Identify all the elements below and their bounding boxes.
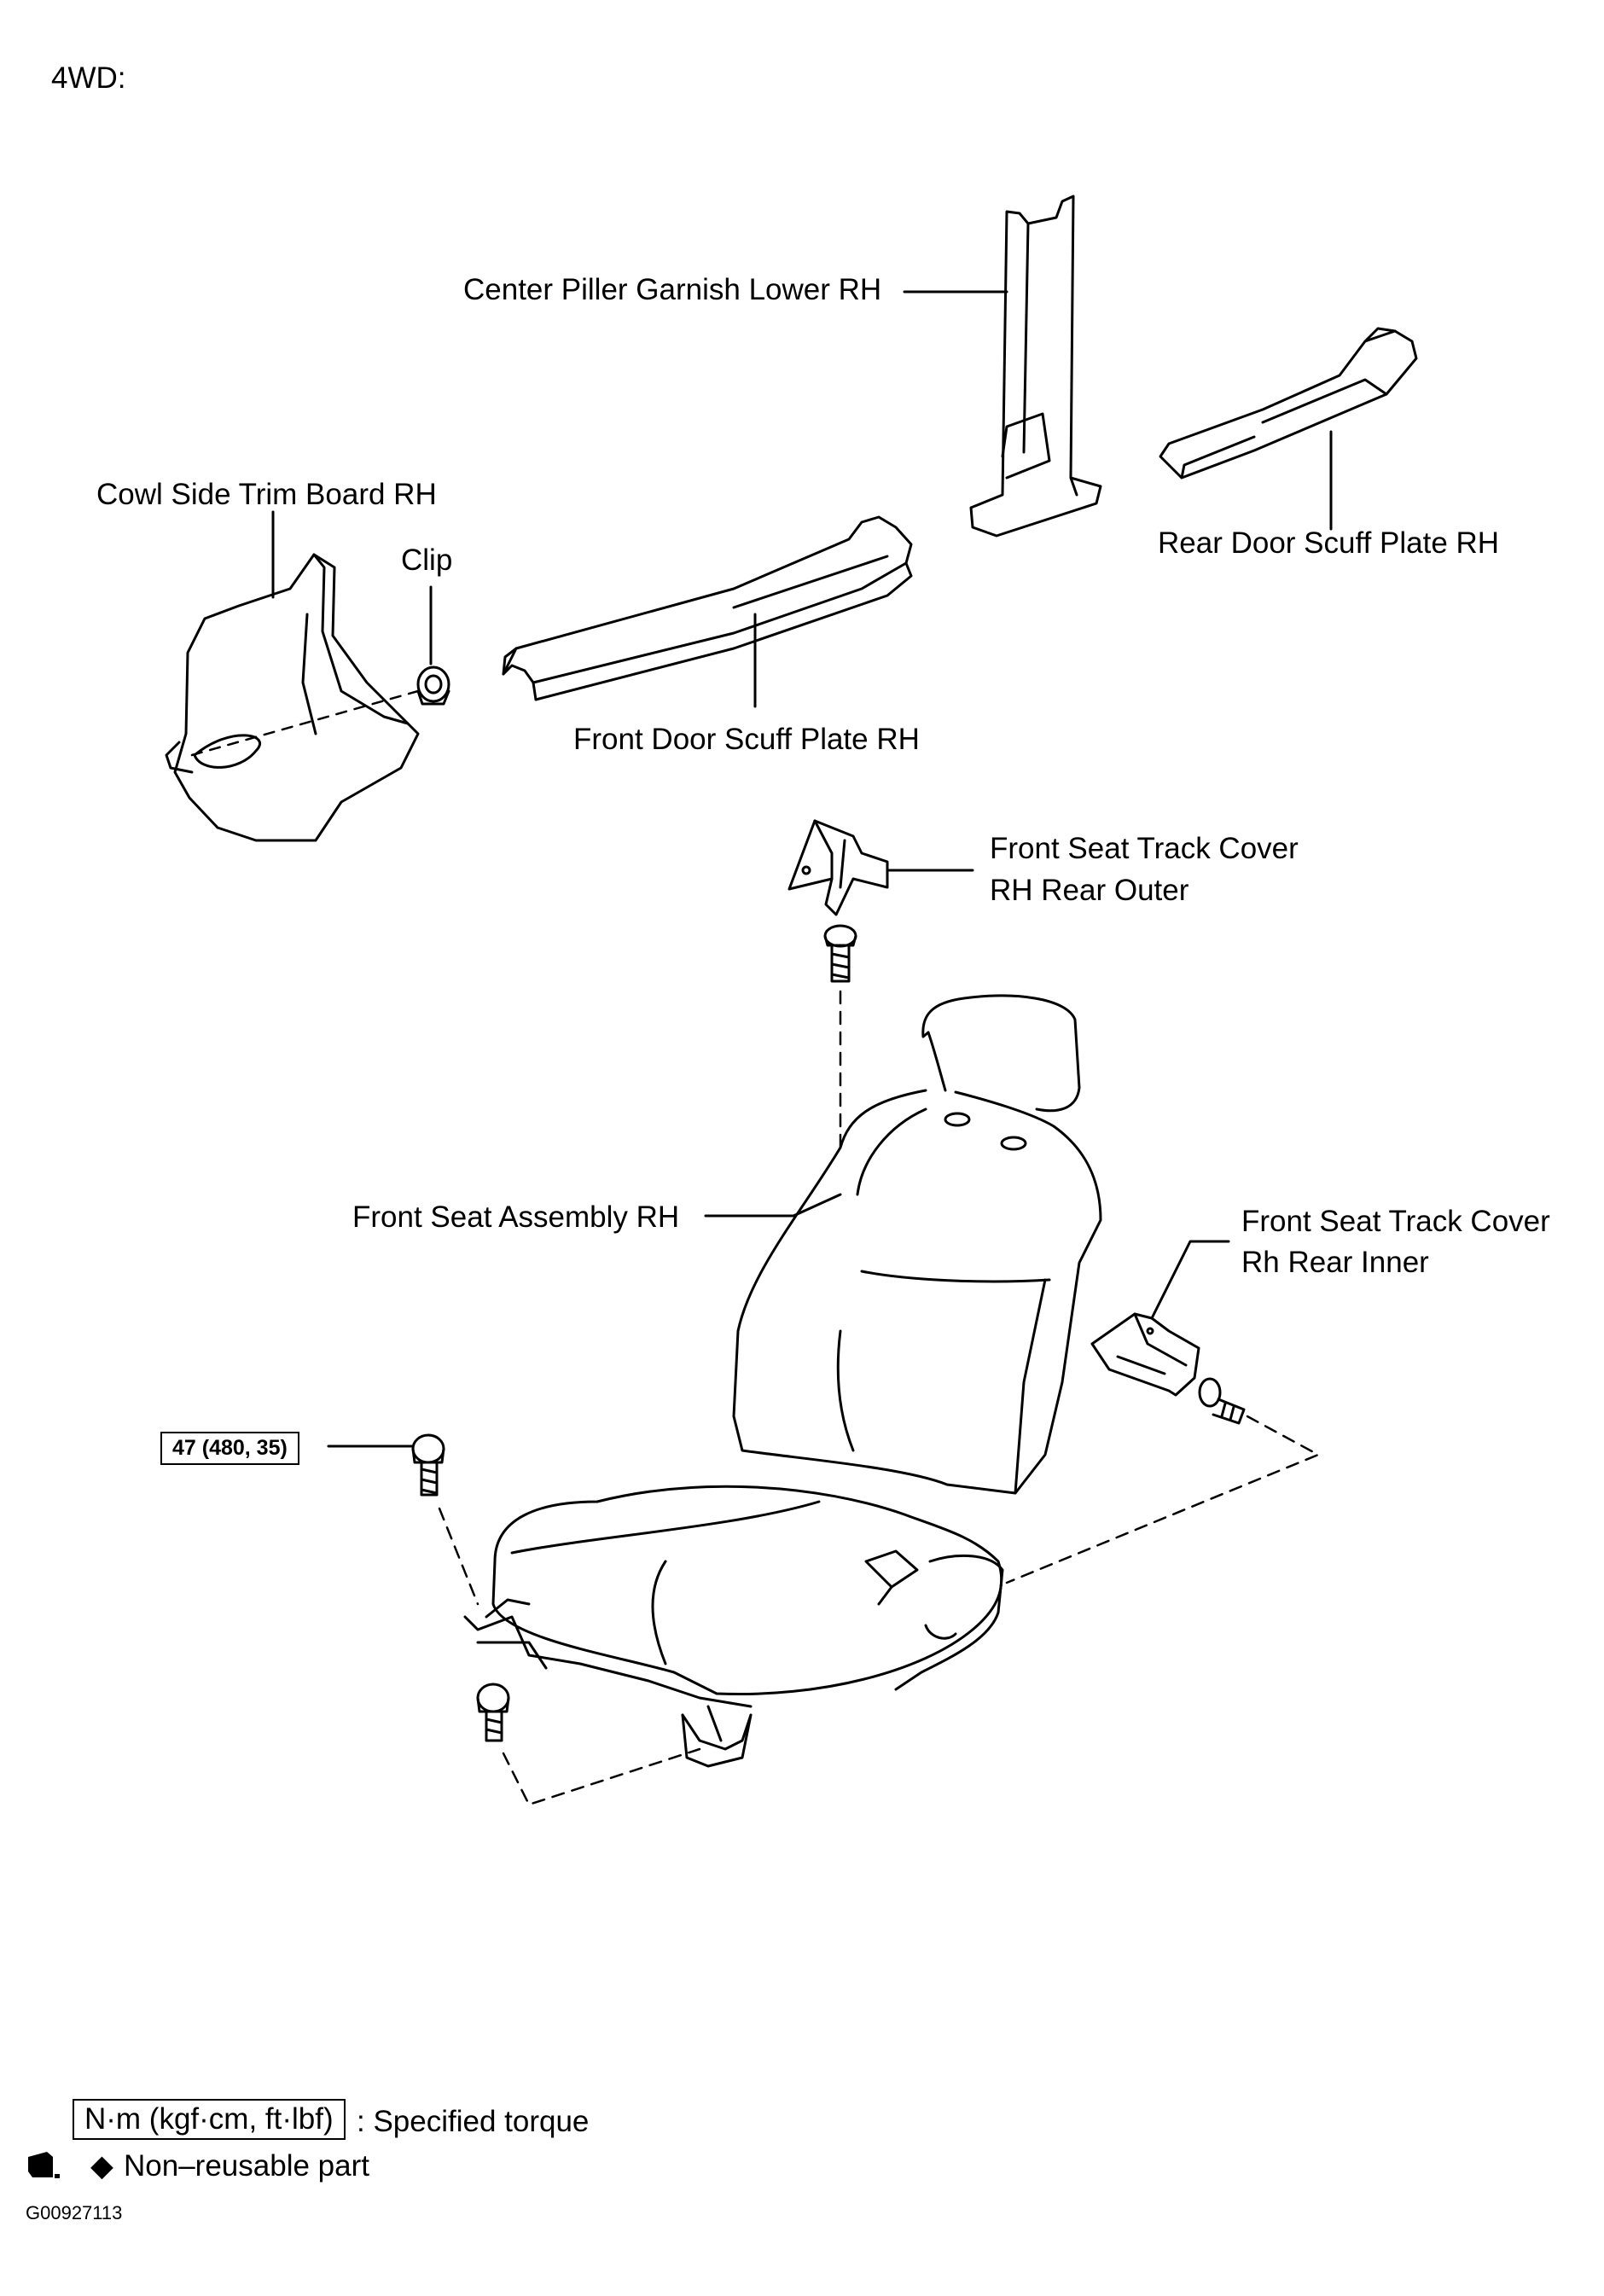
bolt-upper-part [823, 924, 857, 983]
bolt-inner-part [1198, 1377, 1246, 1425]
track-cover-outer-part [787, 819, 889, 916]
front-seat-leader [704, 1193, 842, 1218]
center-pillar-garnish-part [969, 195, 1102, 538]
label-track-cover-outer-1: Front Seat Track Cover [990, 832, 1299, 865]
nonreusable-symbol: ◆ [90, 2149, 113, 2183]
legend-nonreusable-desc: Non–reusable part [124, 2149, 369, 2183]
page-heading: 4WD: [51, 61, 126, 95]
label-track-cover-inner-2: Rh Rear Inner [1241, 1246, 1429, 1279]
cowl-side-trim-board-part [165, 553, 420, 842]
label-front-seat: Front Seat Assembly RH [352, 1200, 680, 1234]
bolt-lower-part [476, 1683, 510, 1742]
lower-bolt-dashed-line [502, 1747, 701, 1806]
label-front-door-scuff: Front Door Scuff Plate RH [573, 723, 920, 756]
figure-id: G00927113 [26, 2202, 123, 2223]
label-cowl-side: Cowl Side Trim Board RH [96, 478, 437, 511]
legend-unit-desc: : Specified torque [357, 2105, 590, 2138]
label-clip: Clip [401, 543, 453, 577]
label-track-cover-inner-1: Front Seat Track Cover [1241, 1205, 1550, 1238]
label-track-cover-outer-2: RH Rear Outer [990, 874, 1189, 907]
front-seat-assembly-part [463, 994, 1102, 1768]
track-cover-inner-leader [1150, 1240, 1230, 1320]
torque-spec-box: 47 (480, 35) [160, 1432, 299, 1465]
front-door-scuff-plate-part [502, 515, 913, 701]
label-center-pillar: Center Piller Garnish Lower RH [463, 273, 882, 306]
clip-part [416, 666, 450, 706]
clip-dashed-line [190, 689, 420, 757]
label-rear-door-scuff: Rear Door Scuff Plate RH [1158, 526, 1500, 560]
rear-door-scuff-plate-part [1159, 327, 1418, 480]
inner-bolt-dashed-line [1005, 1415, 1320, 1584]
track-cover-inner-part [1090, 1312, 1200, 1397]
torque-bolt-part [411, 1433, 445, 1497]
torque-bolt-dashed-line [438, 1507, 479, 1606]
legend-unit-box: N·m (kgf·cm, ft·lbf) [73, 2099, 346, 2140]
book-icon [28, 2152, 60, 2178]
